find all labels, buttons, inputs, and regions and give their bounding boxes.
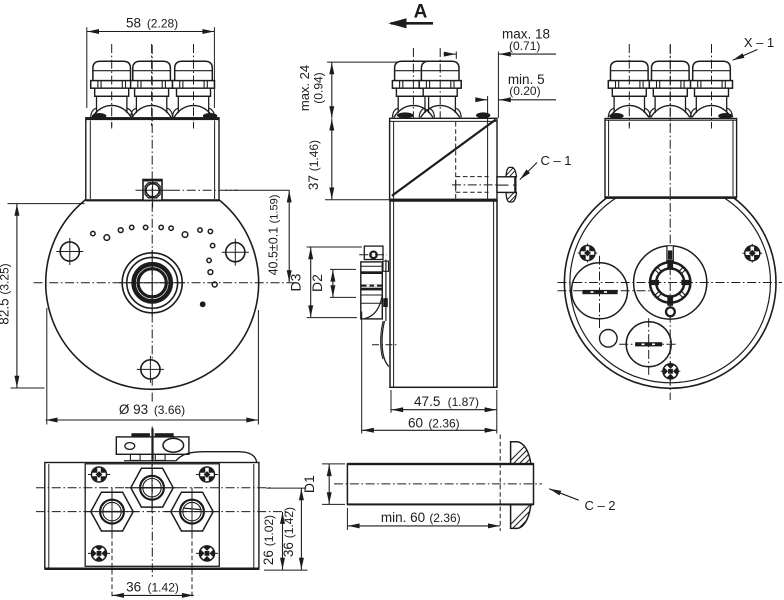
svg-text:47.5: 47.5 <box>414 394 440 409</box>
svg-text:A: A <box>414 2 428 23</box>
svg-text:D2: D2 <box>309 274 325 292</box>
svg-text:(0.20): (0.20) <box>509 84 540 98</box>
svg-text:min. 5: min. 5 <box>508 72 545 87</box>
svg-text:D1: D1 <box>301 475 317 493</box>
svg-text:C – 1: C – 1 <box>540 153 571 168</box>
svg-text:X – 1: X – 1 <box>744 35 774 50</box>
svg-text:60: 60 <box>408 415 423 430</box>
svg-text:37 (1.46): 37 (1.46) <box>306 140 321 190</box>
svg-text:Ø 93: Ø 93 <box>119 402 148 417</box>
svg-text:36: 36 <box>126 579 141 594</box>
svg-text:(0.94): (0.94) <box>312 72 326 103</box>
svg-text:(2.36): (2.36) <box>429 511 460 525</box>
svg-text:(2.36): (2.36) <box>428 416 459 430</box>
svg-text:max. 24: max. 24 <box>297 65 312 111</box>
svg-text:(1.42): (1.42) <box>148 580 179 594</box>
svg-text:C – 2: C – 2 <box>584 498 615 513</box>
svg-text:min. 60: min. 60 <box>381 510 425 525</box>
svg-text:(3.66): (3.66) <box>154 403 185 417</box>
svg-text:(1.87): (1.87) <box>448 395 479 409</box>
svg-text:58: 58 <box>126 15 141 30</box>
svg-text:40.5±0.1 (1.59): 40.5±0.1 (1.59) <box>266 195 280 276</box>
svg-text:D3: D3 <box>287 273 303 291</box>
svg-text:36 (1.42): 36 (1.42) <box>281 507 296 557</box>
svg-text:82.5 (3.25): 82.5 (3.25) <box>0 263 12 324</box>
svg-text:(0.71): (0.71) <box>509 39 540 53</box>
svg-text:max. 18: max. 18 <box>502 26 550 41</box>
svg-text:26 (1.02): 26 (1.02) <box>261 515 276 565</box>
svg-text:(2.28): (2.28) <box>147 16 178 30</box>
